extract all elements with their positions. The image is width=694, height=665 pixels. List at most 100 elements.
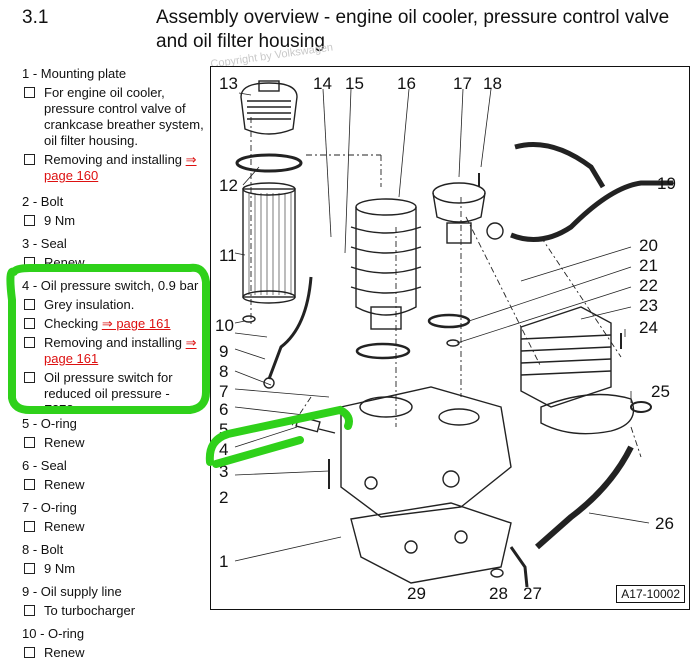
legend-sub: Oil pressure switch for reduced oil pres… — [22, 370, 207, 418]
callout-27: 27 — [523, 584, 542, 603]
callout-4: 4 — [219, 440, 228, 459]
callout-23: 23 — [639, 296, 658, 315]
lower-gasket — [350, 502, 512, 584]
bullet-box-icon — [24, 647, 35, 658]
legend-sub: Renew — [22, 645, 207, 661]
legend-item-2: 2 - Bolt 9 Nm — [22, 194, 207, 229]
oil-filter-housing-bracket — [340, 386, 512, 518]
bullet-box-icon — [24, 372, 35, 383]
callout-16: 16 — [397, 74, 416, 93]
o-ring-28 — [490, 568, 504, 578]
legend-sub: Grey insulation. — [22, 297, 207, 313]
bullet-box-icon — [24, 479, 35, 490]
return-hose — [535, 445, 634, 550]
legend-item-7: 7 - O-ring Renew — [22, 500, 207, 535]
legend-sub-text: Checking — [44, 316, 102, 331]
oil-pressure-switch — [295, 415, 336, 434]
callout-19: 19 — [657, 174, 676, 193]
callout-25: 25 — [651, 382, 670, 401]
legend-item-9: 9 - Oil supply line To turbocharger — [22, 584, 207, 619]
legend-item-head: 5 - O-ring — [22, 416, 77, 431]
bullet-box-icon — [24, 299, 35, 310]
callout-18: 18 — [483, 74, 502, 93]
oil-supply-line — [267, 276, 313, 380]
small-o-ring — [242, 315, 256, 323]
legend-sub-text: Grey insulation. — [44, 297, 135, 312]
legend-item-10: 10 - O-ring Renew — [22, 626, 207, 661]
housing-seal-ring — [355, 342, 411, 360]
filter-seal-ring — [235, 153, 303, 173]
callout-7: 7 — [219, 382, 228, 401]
legend-sub: Renew — [22, 477, 207, 493]
callout-17: 17 — [453, 74, 472, 93]
filter-element-part — [242, 182, 296, 304]
figure-id: A17-10002 — [616, 585, 685, 603]
legend-sub-text: To turbocharger — [44, 603, 136, 618]
gasket-ring — [630, 401, 652, 413]
callout-11: 11 — [219, 246, 237, 265]
bullet-box-icon — [24, 257, 35, 265]
legend-item-head: 4 - Oil pressure switch, 0.9 bar — [22, 278, 199, 293]
callout-13: 13 — [219, 74, 238, 93]
legend-sub: For engine oil cooler, pressure control … — [22, 85, 207, 149]
bullet-box-icon — [24, 154, 35, 165]
legend-sub: Renew — [22, 435, 207, 451]
legend-sub: Removing and installing ⇒ page 161 — [22, 335, 207, 367]
filter-cap-part — [240, 80, 298, 135]
page-link[interactable]: ⇒ page 161 — [101, 316, 171, 331]
pressure-control-valve — [432, 182, 504, 244]
legend-sub-text: Renew — [44, 255, 85, 265]
legend-sub-text: For engine oil cooler, pressure control … — [44, 85, 204, 148]
legend-item-head: 7 - O-ring — [22, 500, 77, 515]
legend-item-5: 5 - O-ring Renew — [22, 416, 207, 451]
o-ring-22 — [446, 339, 460, 347]
legend-sub-text: Removing and installing — [44, 335, 186, 350]
exploded-view-drawing: 13 14 15 16 17 18 19 12 11 20 21 22 23 2… — [215, 74, 676, 603]
line-fitting — [263, 377, 275, 389]
bullet-box-icon — [24, 215, 35, 226]
exploded-view-diagram: 13 14 15 16 17 18 19 12 11 20 21 22 23 2… — [210, 66, 690, 610]
legend-sub-text: 9 Nm — [44, 213, 76, 228]
callout-26: 26 — [655, 514, 674, 533]
callout-22: 22 — [639, 276, 658, 295]
legend-sub-text: Removing and installing — [44, 152, 186, 167]
legend-item-head: 8 - Bolt — [22, 542, 64, 557]
o-ring-21 — [427, 313, 471, 329]
breather-hose — [510, 180, 673, 242]
bullet-box-icon — [24, 605, 35, 616]
legend-sub-text: Renew — [44, 519, 85, 534]
callout-8: 8 — [219, 362, 228, 381]
legend-sub: Checking ⇒ page 161 — [22, 316, 207, 332]
bullet-box-icon — [24, 87, 35, 98]
legend-item-head: 1 - Mounting plate — [22, 66, 127, 81]
callout-20: 20 — [639, 236, 658, 255]
callout-29: 29 — [407, 584, 426, 603]
callout-28: 28 — [489, 584, 508, 603]
callout-24: 24 — [639, 318, 658, 337]
legend-item-head: 3 - Seal — [22, 236, 67, 251]
bullet-box-icon — [24, 563, 35, 574]
section-number: 3.1 — [22, 7, 49, 28]
legend-sub: Renew — [22, 255, 207, 265]
legend-sub: Removing and installing ⇒ page 160 — [22, 152, 207, 184]
page-link[interactable]: ⇒ page 160 — [44, 152, 197, 183]
cooler-gasket — [540, 393, 635, 435]
legend-item-head: 2 - Bolt — [22, 194, 64, 209]
callout-6: 6 — [219, 400, 228, 419]
legend-item-8: 8 - Bolt 9 Nm — [22, 542, 207, 577]
legend-sub-text: Renew — [44, 477, 85, 492]
breather-pipe-upper — [514, 142, 606, 189]
legend-item-6: 6 - Seal Renew — [22, 458, 207, 493]
bullet-box-icon — [24, 521, 35, 532]
legend-sub-text: Renew — [44, 435, 85, 450]
legend-item-3: 3 - Seal Renew — [22, 236, 207, 265]
callout-5: 5 — [219, 420, 228, 439]
oil-cooler-housing — [350, 198, 422, 330]
legend-item-1: 1 - Mounting plate For engine oil cooler… — [22, 66, 207, 184]
callout-9: 9 — [219, 342, 228, 361]
callout-1: 1 — [219, 552, 228, 571]
oil-cooler-part — [520, 306, 612, 408]
callout-3: 3 — [219, 462, 228, 481]
legend-sub-text: Renew — [44, 645, 85, 660]
legend-sub: 9 Nm — [22, 561, 207, 577]
